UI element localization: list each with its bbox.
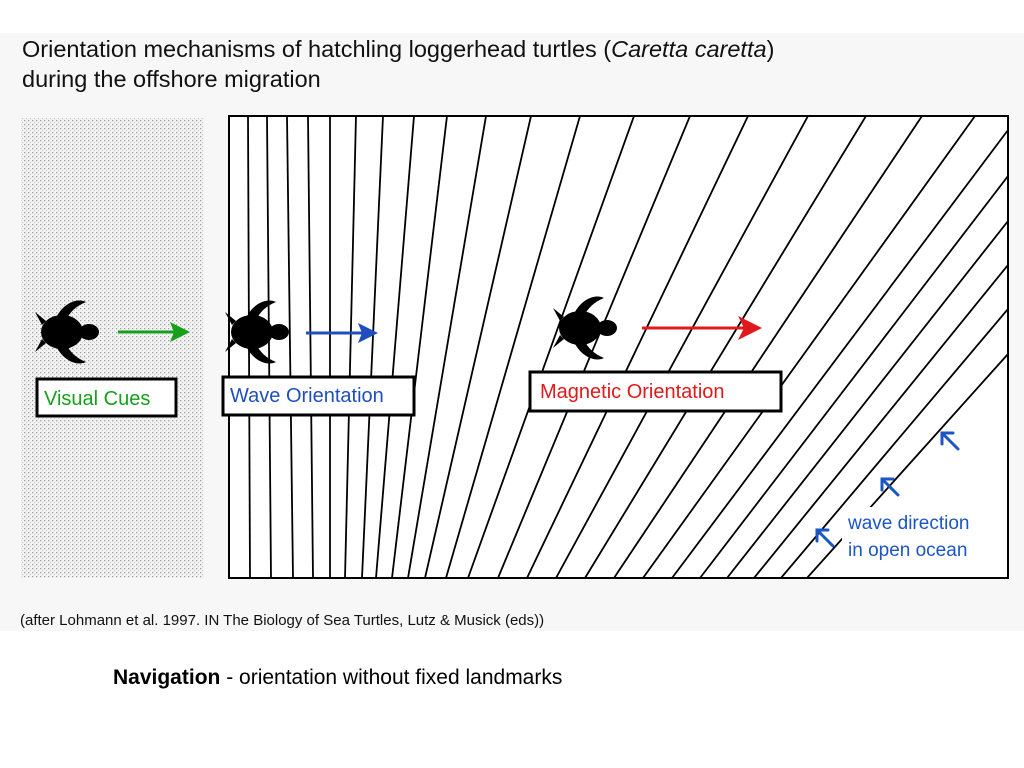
title-part1: Orientation mechanisms of hatchling logg… — [22, 36, 612, 62]
wave-orientation-label: Wave Orientation — [230, 385, 384, 407]
wave-direction-label: wave direction — [847, 513, 969, 534]
wave-arrow-icon — [815, 528, 835, 548]
subtitle-definition: - orientation without fixed landmarks — [220, 666, 563, 689]
wave-arrow-icon — [880, 477, 900, 497]
wave-orientation-box — [221, 375, 416, 417]
figure-caption: (after Lohmann et al. 1997. IN The Biolo… — [20, 612, 545, 629]
figure-title: Orientation mechanisms of hatchling logg… — [22, 34, 774, 94]
title-species: Caretta caretta — [611, 36, 767, 62]
subtitle-keyword: Navigation — [113, 666, 221, 689]
visual-cues-box — [35, 377, 178, 418]
visual-cues-label: Visual Cues — [44, 388, 150, 410]
arrow-magnetic-icon — [642, 316, 762, 340]
visual-zone-panel — [21, 118, 204, 578]
magnetic-orientation-label: Magnetic Orientation — [540, 381, 725, 403]
slide-subtitle: Navigation - orientation without fixed l… — [113, 666, 562, 690]
title-line2: during the offshore migration — [22, 66, 321, 92]
wave-direction-arrows — [815, 431, 960, 548]
sea-frame — [228, 115, 1009, 579]
open-ocean-label: in open ocean — [848, 540, 967, 561]
arrow-visual-icon — [118, 322, 190, 342]
title-part2: ) — [766, 36, 775, 62]
wave-lines — [247, 116, 1008, 578]
orientation-diagram: Visual Cues Wave Orientation Magnetic Or… — [21, 115, 1009, 579]
wave-arrow-icon — [940, 431, 960, 451]
arrow-wave-icon — [306, 323, 378, 343]
wave-note-background — [842, 507, 1004, 565]
magnetic-orientation-box — [528, 370, 783, 413]
